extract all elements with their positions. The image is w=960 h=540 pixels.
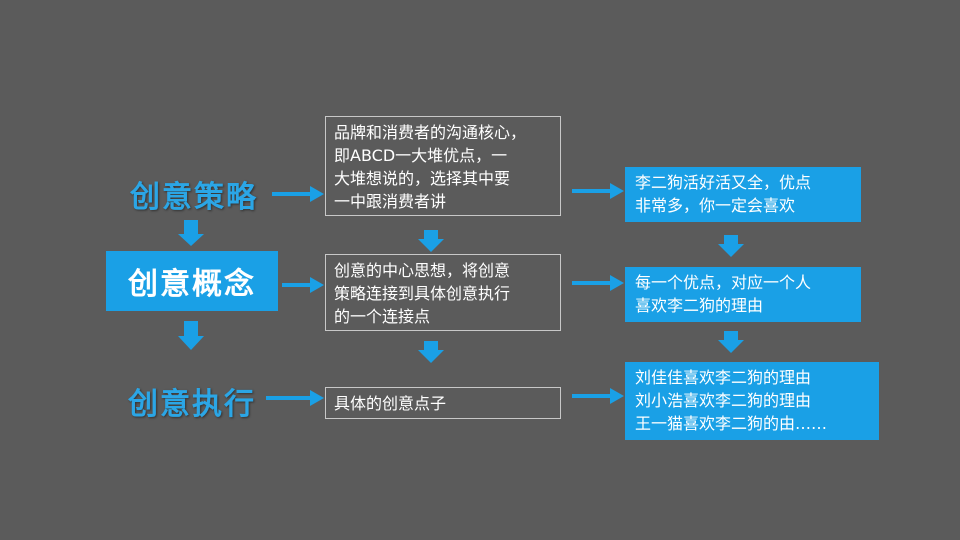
concept-description-box: 创意的中心思想，将创意 策略连接到具体创意执行 的一个连接点 [325,254,561,331]
label-execution: 创意执行 [128,387,256,422]
arrow-down-right-2 [718,331,744,353]
arrow-execution-middle-to-right [572,388,624,404]
label-strategy: 创意策略 [130,180,258,215]
arrow-down-left-1 [178,220,204,246]
concept-box: 创意概念 [106,251,278,311]
arrow-down-left-2 [178,321,204,350]
execution-example-box: 刘佳佳喜欢李二狗的理由 刘小浩喜欢李二狗的理由 王一猫喜欢李二狗的由…… [625,362,879,440]
arrow-down-middle-2 [418,341,444,363]
arrow-down-middle-1 [418,230,444,252]
arrow-execution-to-middle [266,390,324,406]
arrow-concept-middle-to-right [572,275,624,291]
arrow-strategy-to-middle [272,186,324,202]
concept-example-box: 每一个优点，对应一个人 喜欢李二狗的理由 [625,267,861,322]
arrow-strategy-middle-to-right [572,183,624,199]
strategy-example-box: 李二狗活好活又全，优点 非常多，你一定会喜欢 [625,167,861,222]
execution-description-box: 具体的创意点子 [325,387,561,419]
strategy-description-box: 品牌和消费者的沟通核心， 即ABCD一大堆优点，一 大堆想说的，选择其中要 一中… [325,116,561,216]
arrow-down-right-1 [718,235,744,257]
arrow-concept-to-middle [282,277,324,293]
